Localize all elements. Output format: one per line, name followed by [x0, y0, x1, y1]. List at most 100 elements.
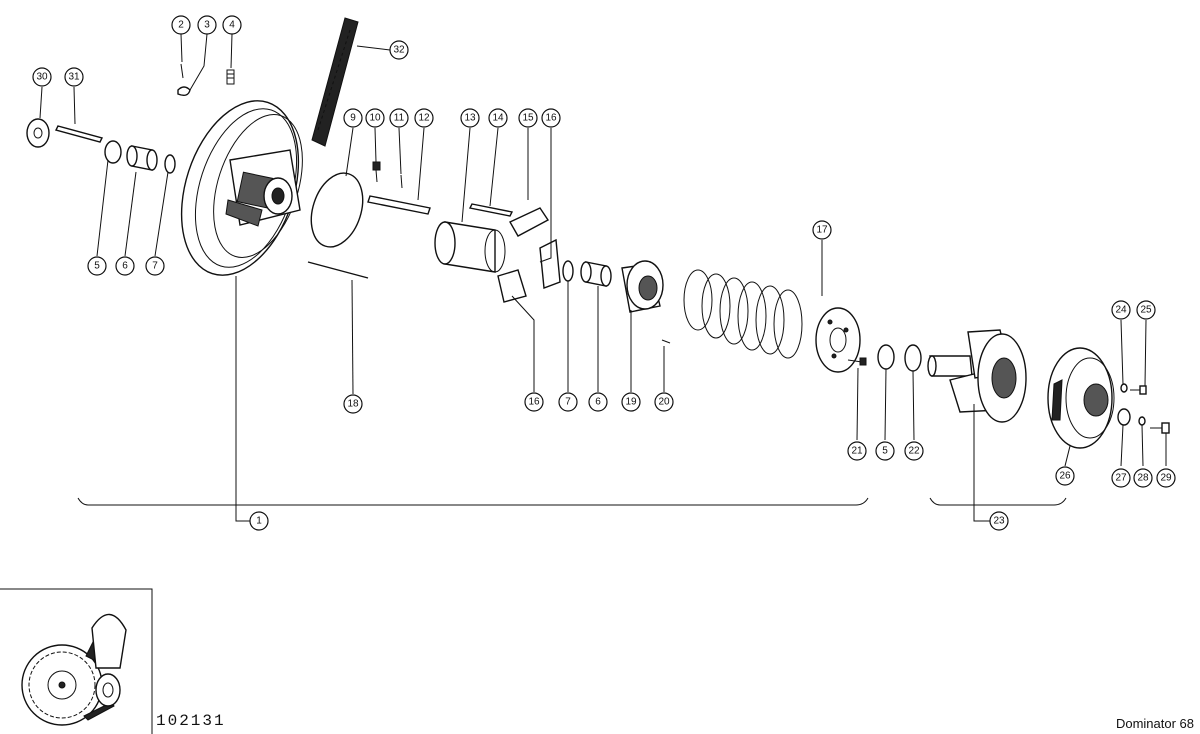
callout-6-left: 6	[115, 256, 135, 276]
svg-text:29: 29	[1160, 473, 1172, 484]
callout-14: 14	[488, 108, 508, 128]
svg-text:19: 19	[625, 397, 637, 408]
svg-text:15: 15	[522, 113, 534, 124]
callout-21: 21	[847, 441, 867, 461]
part-21-bolt	[847, 357, 867, 366]
svg-text:10: 10	[369, 113, 381, 124]
part-32-belt	[311, 17, 359, 147]
svg-text:9: 9	[350, 113, 356, 124]
callout-7-middle: 7	[558, 392, 578, 412]
callout-29: 29	[1156, 468, 1176, 488]
callout-24: 24	[1111, 300, 1131, 320]
svg-text:5: 5	[94, 261, 100, 272]
callout-19: 19	[621, 392, 641, 412]
svg-text:32: 32	[393, 45, 405, 56]
callout-32: 32	[389, 40, 409, 60]
svg-text:25: 25	[1140, 305, 1152, 316]
locator-inset	[0, 588, 153, 734]
svg-text:12: 12	[418, 113, 430, 124]
callout-30: 30	[32, 67, 52, 87]
part-18-rod	[307, 261, 369, 279]
part-26-drum	[1047, 347, 1115, 449]
part-4-spring	[226, 69, 235, 85]
svg-text:14: 14	[492, 113, 504, 124]
part-31-pin	[54, 125, 104, 143]
part-16-weight-mid	[539, 238, 561, 289]
part-20-pin	[661, 339, 671, 344]
part-6-bushing-left	[126, 145, 158, 171]
part-24-washer	[1120, 383, 1128, 393]
part-16-weight-bottom	[497, 269, 527, 303]
callout-2: 2	[171, 15, 191, 35]
svg-text:13: 13	[464, 113, 476, 124]
svg-text:26: 26	[1059, 471, 1071, 482]
callout-13: 13	[460, 108, 480, 128]
svg-text:6: 6	[122, 261, 128, 272]
part-7-ring-middle	[562, 260, 574, 282]
part-16-weight-top	[509, 207, 550, 237]
callout-15: 15	[518, 108, 538, 128]
part-6-bushing-middle	[580, 261, 612, 287]
callout-25: 25	[1136, 300, 1156, 320]
svg-text:27: 27	[1115, 473, 1127, 484]
svg-text:5: 5	[882, 446, 888, 457]
part-28-washer	[1138, 416, 1146, 426]
callout-3: 3	[197, 15, 217, 35]
part-11-key	[367, 195, 431, 215]
callout-1: 1	[249, 511, 269, 531]
svg-text:17: 17	[816, 225, 828, 236]
part-25-bolt	[1130, 385, 1147, 395]
callout-10: 10	[365, 108, 385, 128]
svg-text:18: 18	[347, 399, 359, 410]
assembly-bracket-1	[77, 276, 869, 522]
part-7-ring-left	[164, 154, 176, 174]
svg-text:16: 16	[528, 397, 540, 408]
svg-text:30: 30	[36, 72, 48, 83]
part-30-washer	[26, 118, 50, 148]
callout-7-left: 7	[145, 256, 165, 276]
part-5-ring-right	[877, 344, 895, 370]
svg-text:20: 20	[658, 397, 670, 408]
part-19-hub	[621, 260, 664, 313]
callout-27: 27	[1111, 468, 1131, 488]
svg-text:24: 24	[1115, 305, 1127, 316]
callout-28: 28	[1133, 468, 1153, 488]
callout-18: 18	[343, 394, 363, 414]
callout-5-left: 5	[87, 256, 107, 276]
part-9-ring	[310, 172, 364, 248]
callout-23: 23	[989, 511, 1009, 531]
part-13-sleeve	[434, 221, 506, 273]
drawing-number: 102131	[156, 712, 226, 730]
callout-20: 20	[654, 392, 674, 412]
svg-text:3: 3	[204, 20, 210, 31]
svg-text:1: 1	[256, 516, 262, 527]
part-22-ring	[904, 344, 922, 372]
svg-text:21: 21	[851, 446, 863, 457]
part-1-pulley	[180, 100, 303, 276]
svg-text:28: 28	[1137, 473, 1149, 484]
callout-11: 11	[389, 108, 409, 128]
assembly-bracket-23	[929, 404, 1067, 522]
part-12-pin	[400, 174, 403, 189]
part-29-bolt	[1150, 422, 1170, 434]
svg-text:31: 31	[68, 72, 80, 83]
leader-lines	[39, 33, 1167, 467]
part-2-pin	[180, 63, 184, 79]
part-3-clip	[177, 86, 191, 97]
svg-text:4: 4	[229, 20, 235, 31]
callout-26: 26	[1055, 466, 1075, 486]
callout-16-top: 16	[541, 108, 561, 128]
svg-text:6: 6	[595, 397, 601, 408]
part-17-plate	[815, 307, 861, 373]
svg-text:16: 16	[545, 113, 557, 124]
svg-text:11: 11	[394, 113, 405, 124]
svg-text:7: 7	[152, 261, 158, 272]
callout-12: 12	[414, 108, 434, 128]
callout-9: 9	[343, 108, 363, 128]
callout-5-right: 5	[875, 441, 895, 461]
svg-text:22: 22	[908, 446, 920, 457]
callout-22: 22	[904, 441, 924, 461]
callout-6-middle: 6	[588, 392, 608, 412]
part-spring	[683, 269, 803, 359]
